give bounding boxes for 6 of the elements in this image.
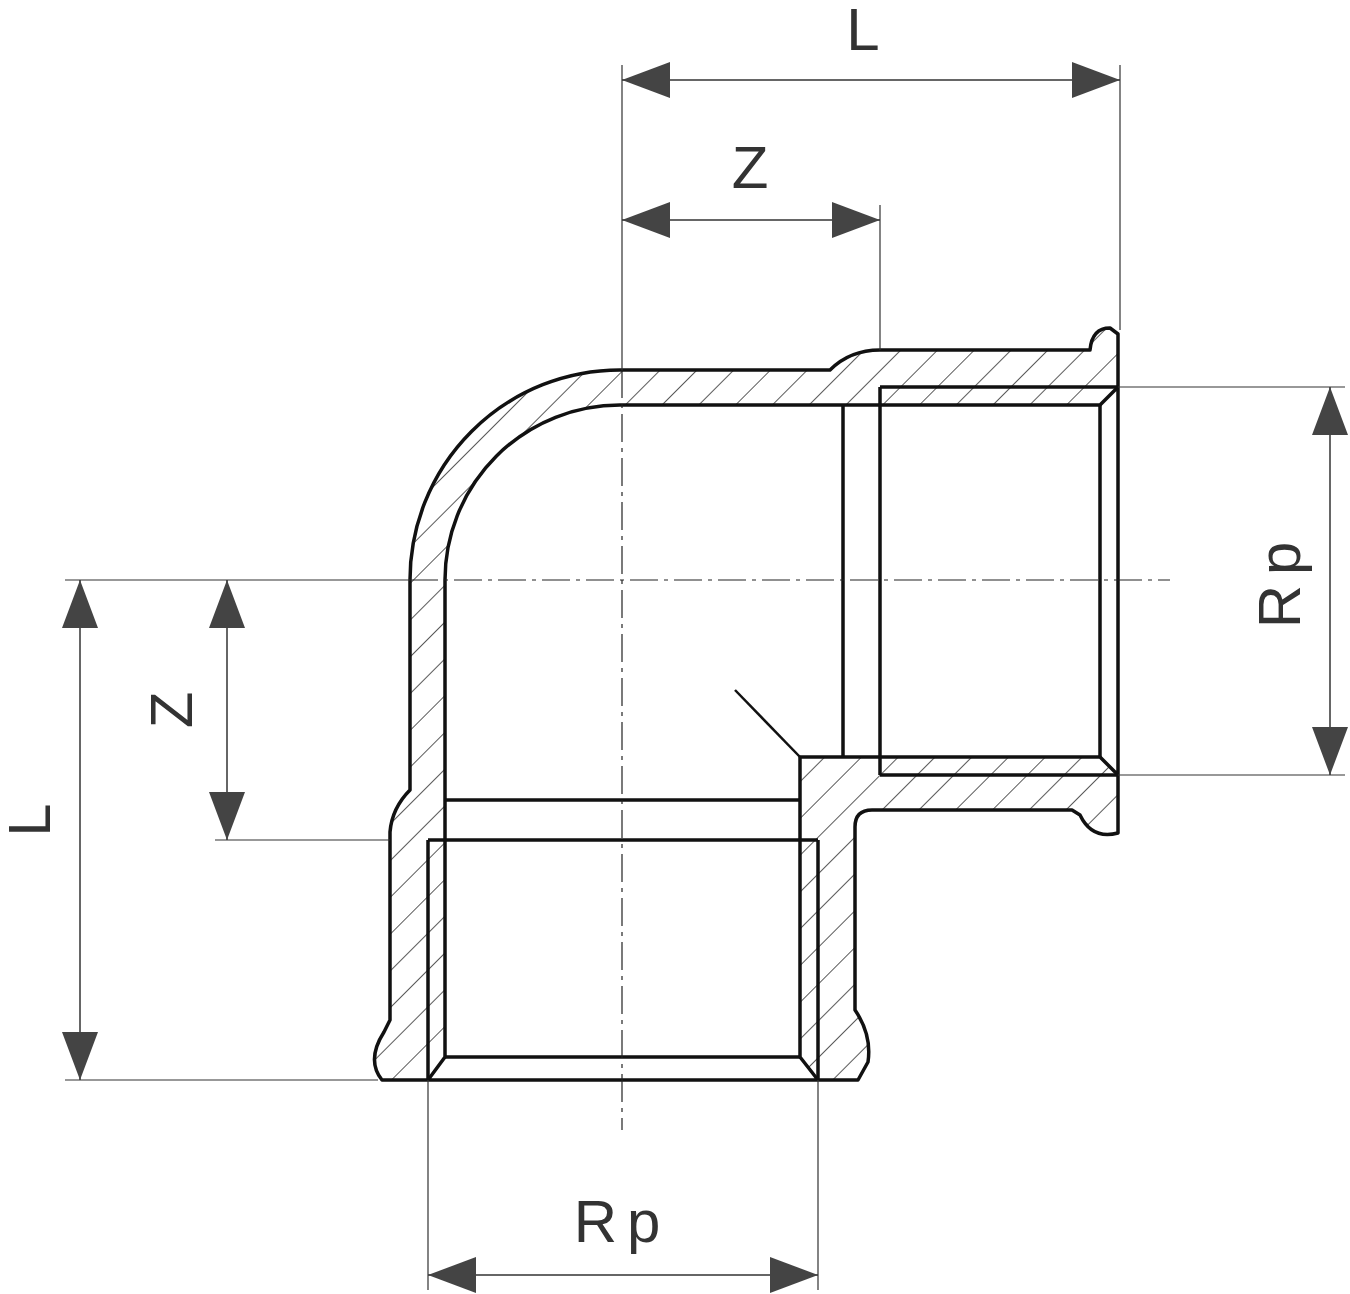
dimension-label: L [846, 0, 890, 60]
dimension-label: L [0, 793, 60, 837]
dimension-label: Rp [1250, 531, 1310, 629]
dimension-label: Z [731, 138, 779, 198]
dimension-label: Z [142, 681, 202, 729]
dimension-label: Rp [573, 1192, 671, 1252]
